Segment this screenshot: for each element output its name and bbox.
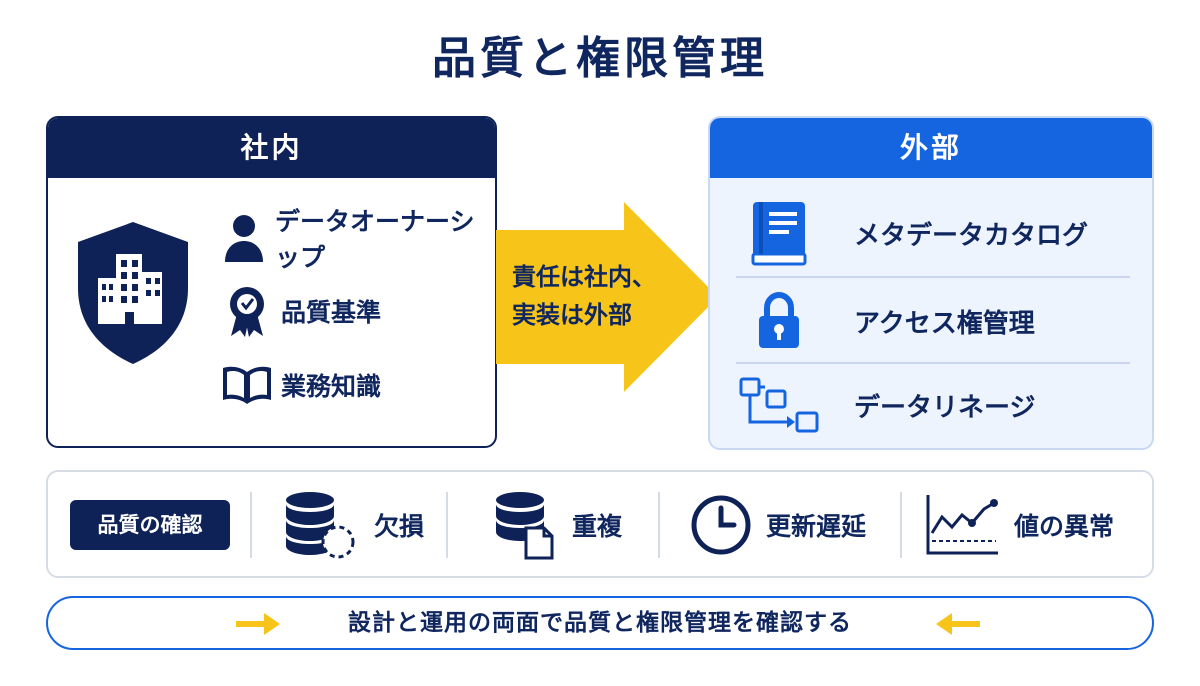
responsibility-arrow [496,202,718,392]
internal-item-quality-standard: 品質基準 [221,284,381,338]
quality-item-label: 重複 [572,512,623,541]
external-item-label: メタデータカタログ [854,220,1089,251]
external-header: 外部 [710,118,1152,178]
lock-icon [734,292,824,350]
quality-item-update-delay: 更新遅延 [690,488,866,562]
arrow-text-line2: 実装は外部 [512,301,632,329]
quality-item-label: 更新遅延 [766,512,867,541]
internal-item-label: データオーナーシップ [275,207,475,272]
external-item-label: アクセス権管理 [854,308,1035,339]
separator [446,492,448,558]
external-item-data-lineage: データリネージ [734,364,1130,446]
open-book-icon [221,364,273,406]
external-item-label: データリネージ [854,392,1036,423]
internal-header: 社内 [48,118,495,178]
internal-item-ownership: データオーナーシップ [221,202,495,274]
footer-text: 設計と運用の両面で品質と権限管理を確認する [348,610,852,636]
external-item-metadata-catalog: メタデータカタログ [734,192,1130,274]
external-panel: 外部 メタデータカタログ アクセス権管理 [708,116,1154,450]
catalog-book-icon [734,200,824,266]
person-icon [221,212,267,264]
award-badge-icon [221,284,273,338]
footer-banner: 設計と運用の両面で品質と権限管理を確認する [46,596,1154,650]
anomaly-chart-icon [926,495,998,555]
right-arrow-icon [236,613,280,635]
divider [736,362,1130,364]
separator [658,492,660,558]
page-title: 品質と権限管理 [432,33,768,84]
separator [900,492,902,558]
internal-item-business-knowledge: 業務知識 [221,364,381,406]
internal-item-label: 業務知識 [281,372,382,401]
quality-item-missing: 欠損 [282,488,424,562]
quality-item-label: 欠損 [374,512,425,541]
left-arrow-icon [936,613,980,635]
quality-item-label: 値の異常 [1014,512,1115,541]
clock-icon [691,495,751,555]
shield-building-icon [78,222,188,364]
database-missing-icon [286,492,355,559]
quality-check-bar: 品質の確認 欠損 重複 更新遅延 [46,470,1154,578]
database-duplicate-icon [496,492,554,560]
internal-panel: 社内 データオーナーシップ [46,116,497,448]
external-item-access-control: アクセス権管理 [734,280,1130,362]
lineage-flow-icon [734,375,824,435]
arrow-text: 責任は社内、 実装は外部 [512,258,672,334]
divider [736,276,1130,278]
quality-item-duplicate: 重複 [492,488,622,562]
quality-item-value-anomaly: 値の異常 [924,488,1114,562]
quality-check-badge: 品質の確認 [70,500,230,550]
internal-item-label: 品質基準 [281,298,382,327]
arrow-text-line1: 責任は社内、 [512,263,656,291]
separator [250,492,252,558]
